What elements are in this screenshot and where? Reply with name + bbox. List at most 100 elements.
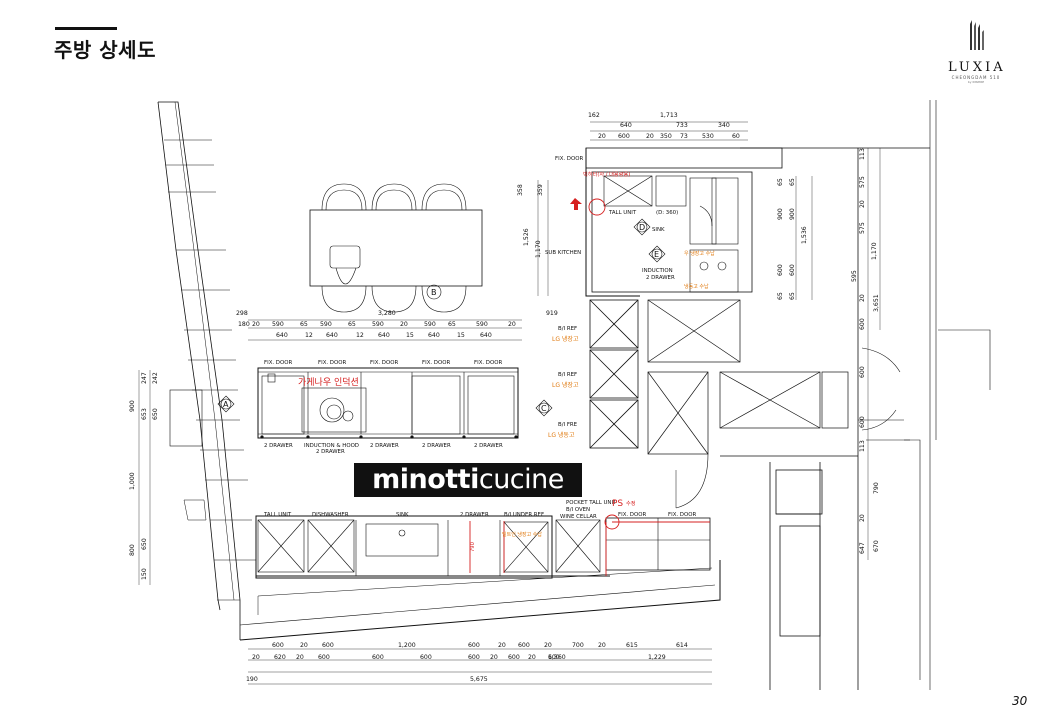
dim-600t: 600 (618, 133, 630, 140)
label-wine-cellar: WINE CELLAR (560, 514, 597, 520)
island-row2-dim: 12 (305, 332, 313, 339)
label-back-drawer: 2 DRAWER (460, 512, 489, 518)
brand-logo: LUXIA CHEONGDAM 510 by INSPIRE (948, 18, 1004, 84)
label-induction-hood: INDUCTION & HOOD (304, 443, 359, 449)
dim-600r2: 600 (859, 366, 866, 378)
island-row1-dim: 590 (476, 321, 488, 328)
dim-5675: 5,675 (470, 676, 488, 683)
dining-table (309, 209, 483, 287)
dim-1170r: 1,170 (871, 242, 878, 260)
island-row2-dim: 640 (378, 332, 390, 339)
island-row1-dim: 20 (252, 321, 260, 328)
bottom-row2-dim: 600 (468, 654, 480, 661)
label-bi-oven: B/I OVEN (566, 507, 590, 513)
island-dims-row2: 640 12 640 12 640 15 640 15 640 (276, 332, 492, 339)
bottom-row2-dim: 20 (490, 654, 498, 661)
bottom-row1-dim: 600 (322, 642, 334, 649)
label-back-tall: TALL UNIT (263, 512, 292, 518)
bottom-row2-dim: 600 (318, 654, 330, 661)
island-row1-dim: 590 (424, 321, 436, 328)
island-row2-dim: 640 (480, 332, 492, 339)
label-lg-fridge-2: LG 냉장고 (552, 381, 579, 389)
dim-65a: 65 (777, 178, 784, 186)
dim-350: 350 (660, 133, 672, 140)
dim-65d: 65 (789, 292, 796, 300)
bottom-row1-dim: 615 (626, 642, 638, 649)
red-note: 빅히터(자 / 대용량용) (583, 170, 630, 178)
back-counter (255, 515, 553, 579)
brand-light-text: cucine (478, 464, 565, 495)
dim-20r: 20 (859, 200, 866, 208)
label-ps: PS (612, 499, 623, 509)
label-island-drawer-1: 2 DRAWER (264, 443, 293, 449)
dim-800: 800 (129, 544, 136, 556)
bottom-row1-dim: 600 (272, 642, 284, 649)
island-row1-dim: 20 (508, 321, 516, 328)
dim-600b: 600 (789, 264, 796, 276)
island-row2-dim: 640 (428, 332, 440, 339)
dim-1170: 1,170 (535, 240, 542, 258)
island-row1-dim: 65 (348, 321, 356, 328)
facade-wall (157, 101, 241, 640)
fridge-unit (589, 299, 639, 349)
dim-358: 358 (517, 184, 524, 196)
brand-bold-text: minotti (372, 464, 479, 495)
bottom-row2-dim: 600 (548, 654, 560, 661)
dim-1713: 1,713 (660, 112, 678, 119)
island-row2-dim: 15 (406, 332, 414, 339)
label-island-door-4: FIX. DOOR (422, 360, 450, 366)
dim-73: 73 (680, 133, 688, 140)
dim-575: 575 (859, 176, 866, 188)
dim-247: 247 (141, 372, 148, 384)
dim-1000: 1,000 (129, 472, 136, 490)
dim-20b: 20 (646, 133, 654, 140)
arrow-up-icon (570, 198, 582, 210)
dim-298: 298 (236, 310, 248, 317)
dim-600a: 600 (777, 264, 784, 276)
dim-595: 595 (851, 270, 858, 282)
dim-733: 733 (676, 122, 688, 129)
orange-note-3: 빌트인 냉장고 수납 (502, 531, 542, 538)
dim-190: 190 (246, 676, 258, 683)
dim-242: 242 (152, 372, 159, 384)
kitchen-island (257, 367, 519, 439)
dim-575b: 575 (859, 222, 866, 234)
dim-113: 113 (859, 148, 866, 160)
logo-subtitle: CHEONGDAM 510 (951, 75, 1001, 80)
dim-790: 790 (873, 482, 880, 494)
orange-note-2: 냉동고 수납 (684, 283, 709, 290)
dim-650: 650 (152, 408, 159, 420)
bottom-dim-bottom_1229: 1,229 (648, 654, 666, 661)
label-island-door-2: FIX. DOOR (318, 360, 346, 366)
bottom-row1-dim: 600 (518, 642, 530, 649)
label-back-sink: SINK (396, 512, 409, 518)
dim-790-red: 790 (470, 542, 476, 552)
island-row1-dim: 65 (448, 321, 456, 328)
bottom-row2-dim: 20 (296, 654, 304, 661)
page-number: 30 (1012, 694, 1028, 708)
island-row1-dim: 20 (400, 321, 408, 328)
dim-900a: 900 (777, 208, 784, 220)
label-fix-door-b1: FIX. DOOR (618, 512, 646, 518)
island-row2-dim: 640 (276, 332, 288, 339)
dim-600r: 600 (859, 318, 866, 330)
island-row2-dim: 12 (356, 332, 364, 339)
island-row2-dim: 15 (457, 332, 465, 339)
island-row2-dim: 640 (326, 332, 338, 339)
dim-900b: 900 (789, 208, 796, 220)
orange-note-1: 우 냉장고 수납 (684, 250, 715, 257)
island-row1-dim: 590 (372, 321, 384, 328)
island-row1-dim: 590 (272, 321, 284, 328)
bottom-row2-dim: 20 (252, 654, 260, 661)
dim-900l: 900 (129, 400, 136, 412)
marker-e: E (654, 250, 659, 259)
label-ps-note: 수정 (626, 500, 636, 507)
label-sub-2drawer: 2 DRAWER (646, 275, 675, 281)
label-island-door-5: FIX. DOOR (474, 360, 502, 366)
dim-113b: 113 (859, 440, 866, 452)
label-tall-unit: TALL UNIT (608, 210, 637, 216)
dim-640: 640 (620, 122, 632, 129)
label-bi-fre: B/I FRE (558, 422, 578, 428)
dim-647: 647 (859, 542, 866, 554)
